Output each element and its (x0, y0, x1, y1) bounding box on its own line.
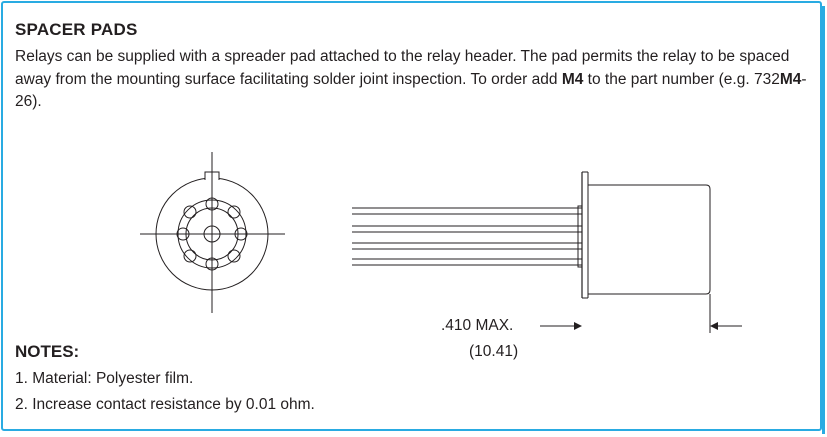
side-view-diagram (352, 171, 711, 333)
description-text-3: -26). (15, 70, 807, 111)
description-paragraph: Relays can be supplied with a spreader p… (15, 46, 815, 114)
top-view-diagram (140, 152, 285, 313)
order-code: M4 (561, 70, 584, 88)
section-title: SPACER PADS (15, 20, 138, 39)
order-code-example: M4 (779, 70, 802, 88)
note-item: 2. Increase contact resistance by 0.01 o… (15, 396, 315, 413)
dimension-metric: (10.41) (469, 343, 519, 360)
description-text-1: Relays can be supplied with a spreader p… (15, 48, 790, 88)
dimension-label: .410 MAX. (441, 317, 514, 334)
notes-heading: NOTES: (15, 342, 80, 361)
dimension-arrows (540, 322, 742, 330)
note-item: 1. Material: Polyester film. (15, 370, 194, 387)
description-text-2: to the part number (e.g. 732 (583, 70, 780, 88)
